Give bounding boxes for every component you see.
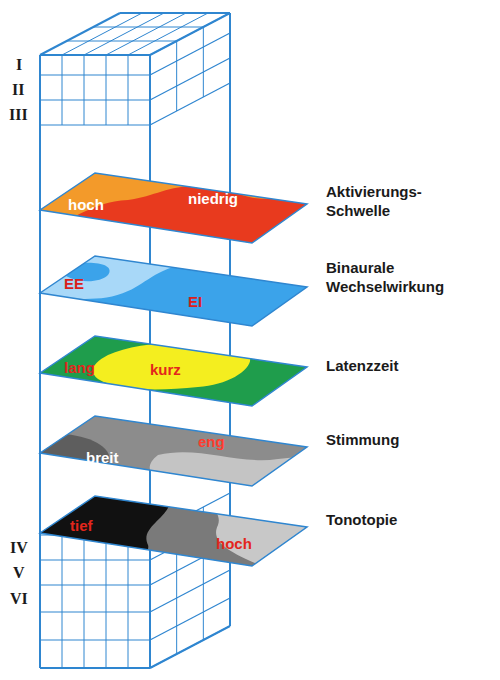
column-line bbox=[84, 535, 85, 668]
column-line bbox=[93, 27, 203, 28]
column-line bbox=[40, 559, 150, 560]
map-value-label: EE bbox=[64, 275, 84, 293]
plane-outline bbox=[40, 496, 307, 566]
column-line bbox=[150, 13, 230, 55]
column-line bbox=[106, 535, 107, 668]
map-plane: hoch niedrig bbox=[38, 172, 310, 246]
layer-number: III bbox=[9, 106, 28, 124]
column-line bbox=[40, 54, 150, 55]
map-value-label: lang bbox=[64, 359, 95, 377]
column-line bbox=[40, 639, 150, 640]
column-line bbox=[39, 55, 41, 668]
map-name: Binaurale Wechselwirkung bbox=[326, 258, 458, 296]
plane-outline bbox=[40, 256, 307, 326]
map-plane: lang kurz bbox=[38, 335, 310, 409]
column-line bbox=[150, 58, 230, 100]
column-line bbox=[150, 570, 230, 612]
column-line bbox=[40, 124, 150, 125]
column-line bbox=[150, 626, 230, 668]
map-value-label: kurz bbox=[150, 361, 181, 379]
column-line bbox=[150, 33, 230, 75]
layer-number: I bbox=[16, 56, 22, 74]
map-name: Stimmung bbox=[326, 430, 399, 449]
map-plane: tief hoch bbox=[38, 495, 310, 569]
column-line bbox=[40, 54, 150, 56]
column-line bbox=[40, 99, 150, 100]
column-line bbox=[40, 13, 120, 55]
plane-ground bbox=[38, 335, 310, 409]
map-region bbox=[38, 263, 310, 329]
map-name: Aktivierungs- Schwelle bbox=[326, 182, 448, 220]
column-line bbox=[84, 13, 164, 55]
layer-number: V bbox=[13, 564, 25, 582]
plane-outline bbox=[40, 416, 307, 486]
map-value-label: hoch bbox=[216, 535, 252, 553]
map-region bbox=[150, 452, 310, 489]
column-line bbox=[128, 535, 129, 668]
column-line bbox=[128, 55, 129, 125]
column-line bbox=[67, 41, 177, 42]
map-value-label: breit bbox=[86, 449, 119, 467]
column-line bbox=[150, 598, 230, 640]
map-plane: EE EI bbox=[38, 255, 310, 329]
map-value-label: tief bbox=[70, 517, 93, 535]
column-line bbox=[176, 41, 177, 111]
plane-ground bbox=[38, 415, 310, 489]
map-value-label: eng bbox=[198, 433, 225, 451]
layer-number: II bbox=[12, 81, 24, 99]
map-value-label: EI bbox=[188, 293, 202, 311]
plane-shape bbox=[38, 415, 310, 489]
column-line bbox=[150, 626, 230, 668]
column-line bbox=[62, 13, 142, 55]
map-value-label: hoch bbox=[68, 196, 104, 214]
column-line bbox=[40, 611, 150, 612]
plane-outline bbox=[40, 336, 307, 406]
map-name: Tonotopie bbox=[326, 510, 397, 529]
column-line bbox=[120, 12, 230, 14]
column-line bbox=[40, 667, 150, 668]
column-line bbox=[62, 535, 63, 668]
column-line bbox=[128, 13, 208, 55]
plane-outline bbox=[40, 173, 307, 243]
column-line bbox=[106, 13, 186, 55]
column-line bbox=[62, 55, 63, 125]
map-value-label: niedrig bbox=[188, 190, 238, 208]
map-region bbox=[207, 495, 310, 569]
column-line bbox=[40, 584, 150, 585]
layer-number: IV bbox=[10, 539, 28, 557]
map-region bbox=[38, 495, 170, 569]
map-name: Latenzzeit bbox=[326, 356, 399, 375]
column-line bbox=[106, 55, 107, 125]
column-line bbox=[40, 74, 150, 75]
column-line bbox=[203, 27, 204, 97]
column-line bbox=[84, 55, 85, 125]
map-region bbox=[93, 343, 250, 390]
column-line bbox=[150, 13, 230, 55]
column-line bbox=[40, 667, 150, 669]
map-plane: breit eng bbox=[38, 415, 310, 489]
layer-number: VI bbox=[10, 590, 28, 608]
column-line bbox=[150, 83, 230, 125]
